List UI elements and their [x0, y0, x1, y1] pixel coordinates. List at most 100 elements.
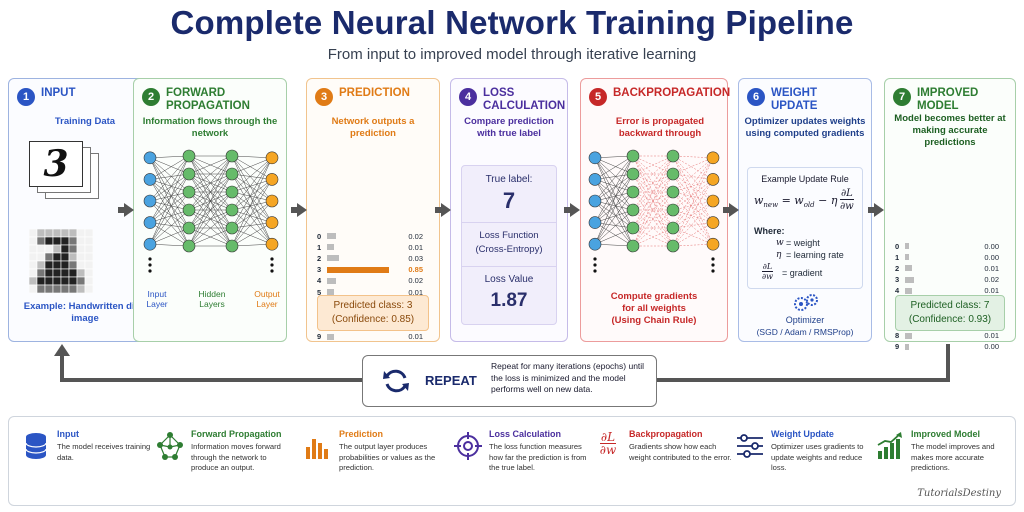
flow-arrow — [118, 203, 134, 217]
connection — [231, 179, 273, 193]
probability-bar — [905, 287, 912, 294]
neuron — [706, 237, 720, 251]
neuron — [143, 237, 157, 251]
learning-rate-definition: = learning rate — [786, 250, 844, 260]
pixel — [60, 252, 70, 262]
neuron — [666, 185, 680, 199]
connection — [149, 191, 190, 245]
connection — [594, 227, 634, 245]
connection — [594, 157, 634, 193]
loss-value: 1.87 — [490, 290, 528, 311]
connection — [672, 209, 714, 245]
connection — [594, 173, 634, 223]
connection — [672, 157, 714, 247]
connection — [231, 155, 273, 180]
pixel — [29, 236, 38, 246]
neuron — [626, 239, 640, 253]
connection — [149, 200, 190, 229]
pixel — [76, 276, 86, 286]
pixel — [60, 260, 70, 270]
connection — [149, 155, 190, 223]
connection — [632, 209, 674, 247]
legend-panel: Input The model receives training data. … — [8, 416, 1016, 506]
neuron — [706, 216, 720, 229]
stage-title: WEIGHT UPDATE — [771, 87, 818, 112]
neuron — [182, 203, 196, 217]
pixel — [60, 229, 70, 238]
neuron — [706, 194, 720, 208]
neuron — [182, 239, 196, 253]
connection — [632, 191, 674, 229]
stage-weight-update: 6 WEIGHT UPDATE Optimizer updates weight… — [738, 78, 872, 342]
connection — [632, 155, 674, 247]
stage-desc: Network outputs a prediction — [331, 116, 415, 139]
connection — [149, 157, 190, 247]
legend-desc: Gradients show how each weight contribut… — [629, 442, 732, 462]
connection — [672, 155, 714, 202]
connection — [672, 157, 714, 229]
connection — [672, 222, 714, 247]
connection — [188, 191, 233, 247]
probability-value: 0.02 — [408, 276, 423, 286]
pixel — [60, 236, 70, 246]
database-icon — [25, 433, 47, 459]
stage-loss: 4 LOSS CALCULATION Compare prediction wi… — [450, 78, 568, 342]
stage-title: LOSS CALCULATION — [483, 87, 566, 112]
connection — [231, 200, 273, 229]
stage-footer: Compute gradients for all weights (Using… — [610, 291, 698, 326]
pixel — [52, 244, 62, 254]
connection — [632, 191, 674, 229]
pixel — [76, 236, 86, 246]
ellipsis-dot — [270, 263, 274, 267]
neuron — [225, 167, 239, 181]
connection — [594, 179, 634, 229]
neuron — [182, 149, 196, 163]
probability-value: 0.01 — [984, 263, 999, 273]
connection — [594, 157, 634, 211]
neuron — [182, 167, 196, 181]
repeat-text: Repeat for many iterations (epochs) unti… — [491, 361, 645, 394]
connection — [149, 155, 190, 159]
connection — [149, 179, 190, 247]
stage-title: PREDICTION — [339, 87, 410, 99]
connection — [188, 155, 233, 229]
connection — [149, 191, 190, 202]
probability-bar — [905, 343, 909, 350]
connection — [594, 191, 634, 202]
neuron — [265, 173, 279, 186]
connection — [231, 155, 273, 245]
connection — [231, 157, 273, 229]
probability-value: 0.85 — [408, 265, 423, 275]
ellipsis-dot — [270, 269, 274, 273]
neuron — [225, 185, 239, 199]
legend-desc: Optimizer uses gradients to update weigh… — [771, 442, 864, 472]
ellipsis-dot — [270, 257, 274, 261]
probability-bar — [905, 332, 912, 339]
connection — [149, 157, 190, 211]
legend-title: Improved Model — [911, 429, 981, 439]
legend-desc: The loss function measures how far the p… — [489, 442, 587, 472]
probability-value: 0.01 — [408, 242, 423, 252]
class-label: 1 — [895, 252, 900, 262]
flow-arrow — [868, 203, 884, 217]
legend-desc: The model receives training data. — [57, 442, 151, 462]
probability-value: 0.01 — [408, 287, 423, 297]
legend-desc: Information moves forward through the ne… — [191, 442, 281, 472]
legend-title: Weight Update — [771, 429, 834, 439]
step-number: 5 — [589, 88, 607, 106]
connection — [632, 155, 674, 175]
step-number: 2 — [142, 88, 160, 106]
connection — [632, 173, 674, 229]
ellipsis-dot — [593, 263, 597, 267]
ellipsis-dot — [148, 269, 152, 273]
pixel — [76, 268, 86, 278]
probability-bar — [327, 255, 339, 262]
page-subtitle: From input to improved model through ite… — [327, 46, 697, 63]
step-number: 4 — [459, 88, 477, 106]
update-rule-box: Example Update Rule wnew = wold − η ∂L∂w… — [747, 167, 863, 289]
stage-prediction: 3 PREDICTION Network outputs a predictio… — [306, 78, 440, 342]
